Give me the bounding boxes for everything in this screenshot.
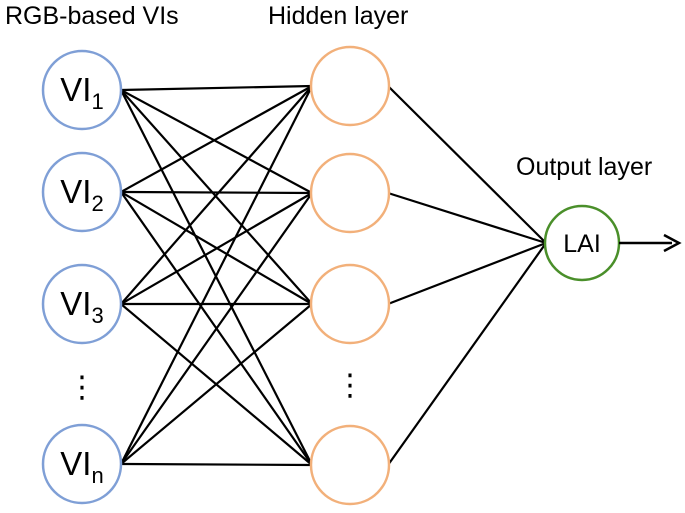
connection-input-1-hidden-1 bbox=[120, 84, 313, 92]
connection-hidden-1-output bbox=[387, 85, 547, 244]
output-node-label: LAI bbox=[563, 230, 601, 258]
input-node-3: VI3 bbox=[41, 263, 123, 345]
hidden-node-3 bbox=[309, 263, 391, 345]
hidden-layer-title: Hidden layer bbox=[268, 2, 408, 30]
connection-input-2-hidden-2 bbox=[120, 190, 313, 195]
output-arrow-icon bbox=[619, 233, 682, 253]
connection-input-4-hidden-3 bbox=[120, 303, 313, 465]
input-layer-title: RGB-based VIs bbox=[5, 2, 179, 30]
connection-input-1-hidden-3 bbox=[120, 89, 313, 305]
connection-input-1-hidden-4 bbox=[120, 89, 313, 466]
input-node-1: VI1 bbox=[41, 49, 123, 131]
hidden-node-1 bbox=[309, 45, 391, 127]
output-node: LAI bbox=[543, 204, 621, 282]
input-node-label-2: VI2 bbox=[60, 173, 103, 216]
connection-input-3-hidden-1 bbox=[120, 85, 313, 305]
connection-input-4-hidden-1 bbox=[120, 85, 313, 465]
input-node-label-3: VI3 bbox=[60, 285, 103, 328]
connection-input-4-hidden-4 bbox=[120, 462, 313, 467]
connection-hidden-3-output bbox=[387, 241, 547, 306]
connection-input-4-hidden-2 bbox=[120, 192, 313, 465]
connection-input-1-hidden-2 bbox=[120, 89, 313, 194]
input-node-2: VI2 bbox=[41, 151, 123, 233]
connection-input-3-hidden-2 bbox=[120, 192, 313, 305]
input-node-n: VIn bbox=[41, 423, 123, 505]
connection-hidden-4-output bbox=[387, 242, 547, 466]
input-ellipsis: ⋮ bbox=[67, 371, 97, 404]
hidden-node-2 bbox=[309, 152, 391, 234]
output-layer-title: Output layer bbox=[516, 153, 652, 181]
connection-hidden-2-output bbox=[387, 191, 547, 245]
connections bbox=[120, 84, 547, 467]
input-node-label-n: VIn bbox=[60, 445, 103, 488]
input-node-label-1: VI1 bbox=[60, 71, 103, 114]
hidden-node-4 bbox=[309, 424, 391, 506]
connection-input-2-hidden-1 bbox=[120, 85, 313, 193]
hidden-ellipsis: ⋮ bbox=[335, 369, 365, 402]
